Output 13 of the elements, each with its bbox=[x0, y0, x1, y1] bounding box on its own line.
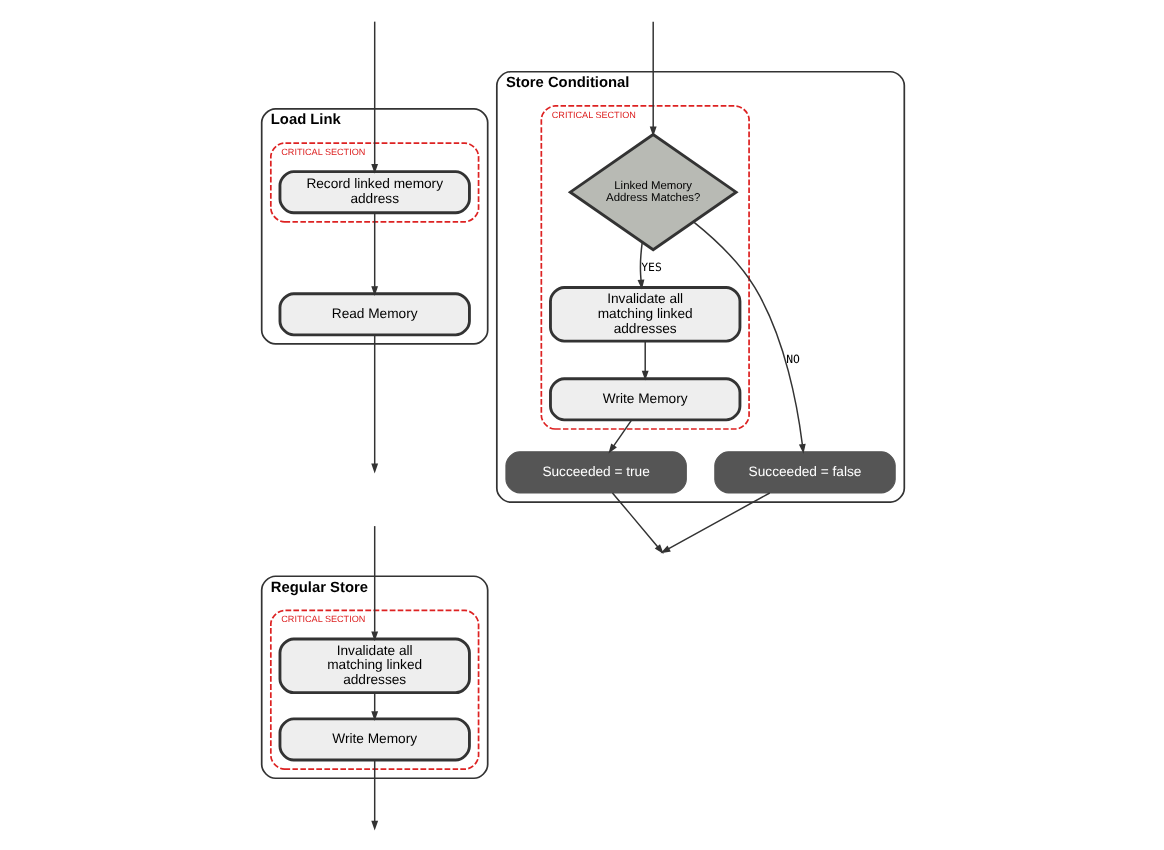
arrow bbox=[610, 492, 670, 554]
arrow bbox=[370, 212, 378, 296]
arrow bbox=[370, 692, 378, 722]
arrow bbox=[640, 340, 648, 381]
arrow bbox=[691, 221, 805, 454]
arrow bbox=[370, 525, 378, 642]
arrow bbox=[370, 334, 378, 474]
arrow bbox=[648, 20, 656, 137]
arrow bbox=[370, 759, 378, 831]
arrow bbox=[370, 20, 378, 174]
arrow bbox=[636, 241, 644, 290]
arrow bbox=[607, 419, 632, 454]
arrow bbox=[659, 492, 770, 554]
